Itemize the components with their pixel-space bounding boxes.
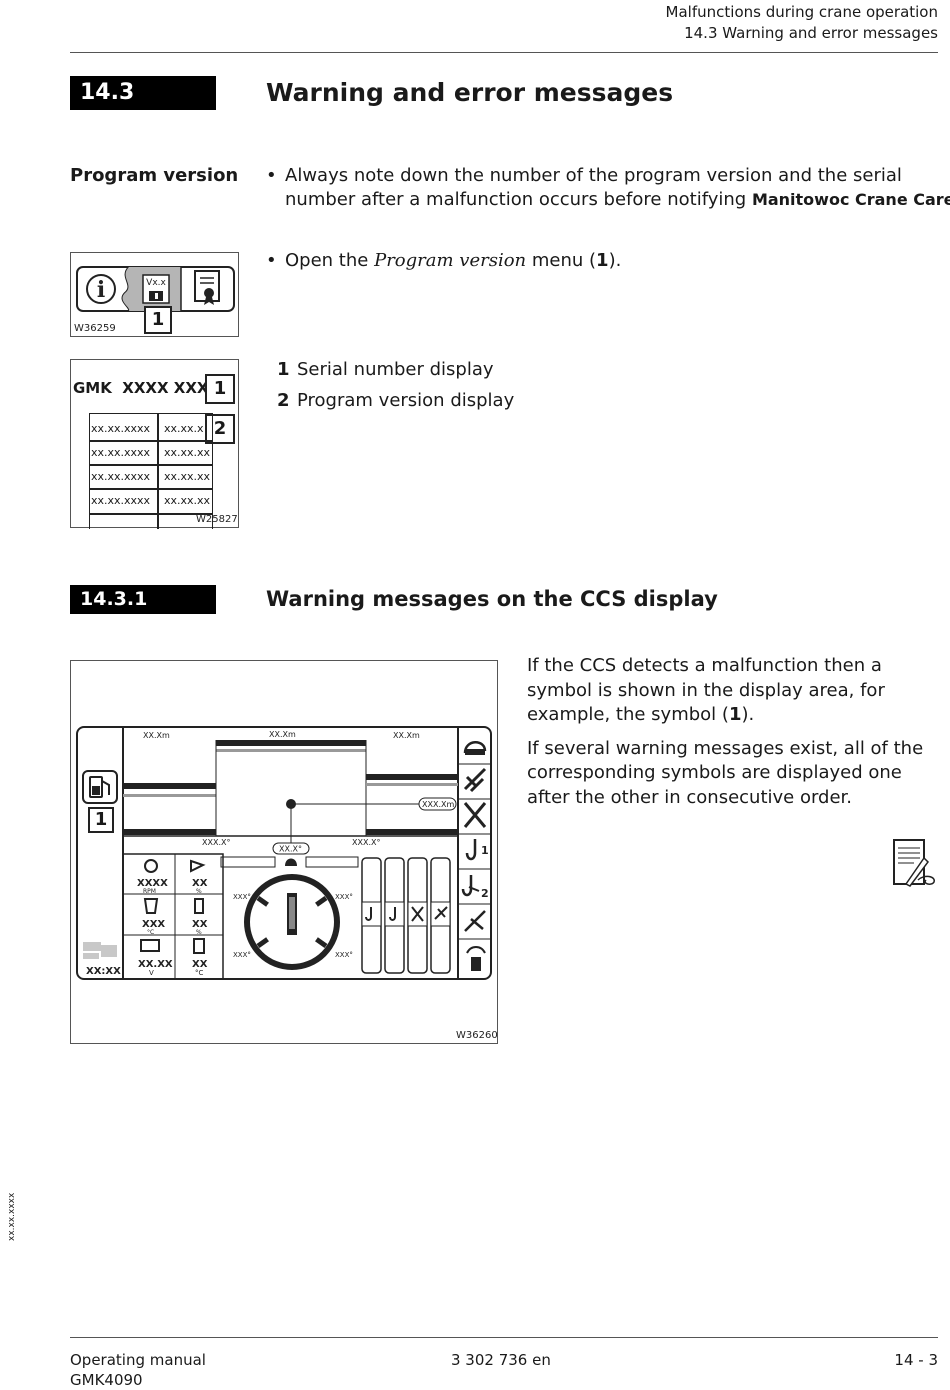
certificate-icon [194,270,220,305]
callout-1: 1 [144,306,172,334]
footer-rule [70,1337,938,1338]
slew-icon [463,741,487,755]
figure-ccs-display: 1 2 XX:XX XX.Xm XX.Xm XX.Xm [70,660,498,1044]
model-serial: GMK XXXX XXX [73,379,209,397]
wind-icon [466,946,486,971]
svg-text:XXX.X°: XXX.X° [202,838,230,847]
figure-id: W36259 [74,323,116,334]
slew-dial [244,874,340,970]
svg-text:XX.X°: XX.X° [279,845,302,854]
hook-1-icon [465,839,477,861]
svg-text:XXX.X°: XXX.X° [352,838,380,847]
footer-doc-number: 3 302 736 en [451,1351,551,1369]
svg-text:XXX°: XXX° [233,893,251,901]
svg-text:RPM: RPM [143,888,156,895]
svg-text:XX: XX [192,919,208,930]
table-row: xx.xx.xxxx [91,422,151,435]
svg-text:XXX: XXX [142,919,165,930]
callout-1: 1 [205,374,235,404]
ccs-para-1: If the CCS detects a malfunction then a … [527,655,885,725]
svg-text:°C: °C [147,929,154,936]
figure-id: W36260 [456,1030,498,1041]
svg-text:XX.Xm: XX.Xm [393,731,420,740]
program-version-icon[interactable] [122,267,181,311]
callout-2: 2 [205,414,235,444]
svg-text:XXX°: XXX° [335,951,353,959]
page-number: 14 - 3 [894,1351,938,1369]
svg-text:XXX.Xm: XXX.Xm [422,800,454,809]
bullet-dot: • [266,165,277,186]
svg-text:i: i [97,277,105,303]
clock: XX:XX [86,966,121,977]
svg-text:XX: XX [192,959,208,970]
ccs-para-2: If several warning messages exist, all o… [527,737,924,808]
header-chapter: Malfunctions during crane operation [665,3,938,21]
figure-serial-display: GMK XXXX XXX 1 2 xx.xx.xxxx xx.xx.x xx.x… [70,359,239,529]
svg-text:°C: °C [195,969,204,977]
svg-text:%: % [196,929,202,936]
section-title: Warning and error messages [266,78,674,107]
svg-text:XX.Xm: XX.Xm [269,730,296,739]
version-table [89,413,213,529]
subsection-number: 14.3.1 [70,585,216,614]
svg-text:Vx.x: Vx.x [146,278,166,288]
note-document-icon [892,838,938,888]
header-rule [70,52,938,53]
svg-text:V: V [149,969,154,977]
hook-2-icon [461,875,480,897]
table-row: xx.xx.xxxx [91,470,151,483]
table-row: xx.xx.xxxx [91,494,151,507]
footer-left: Operating manual GMK4090 [70,1351,206,1389]
svg-text:1: 1 [481,844,489,857]
callout-1: 1 [88,807,114,833]
svg-text:XXXX: XXXX [137,878,168,889]
section-number: 14.3 [70,76,216,110]
bullet-text: Always note down the number of the progr… [285,165,902,210]
boom-icon [463,767,487,793]
figure-menu-icons: i Vx.x 1 W36259 [70,252,239,337]
program-version-label: Program version [70,165,239,186]
svg-text:XX.Xm: XX.Xm [143,731,170,740]
luffing-icon [464,910,486,932]
brand-name: Manitowoc Crane Care [751,190,950,209]
figure-id: W25827 [196,514,238,525]
subsection-title: Warning messages on the CCS display [266,587,718,611]
menu-name: Program version [374,250,527,271]
bullet-open-menu: • Open the Program version menu (1). [266,250,622,271]
jib-icon [463,802,487,828]
side-code: xx.xx.xxxx [7,1192,17,1241]
table-row: xx.xx.xxxx [91,446,151,459]
svg-text:XXX°: XXX° [233,951,251,959]
bullet-note-version: • Always note down the number of the pro… [266,164,950,212]
header-section: 14.3 Warning and error messages [684,24,938,42]
fuel-warning-icon [82,770,118,804]
svg-text:XXX°: XXX° [335,893,353,901]
running-header: Malfunctions during crane operation 14.3… [666,2,938,44]
info-icon: i [86,274,116,304]
svg-text:%: % [196,888,202,895]
svg-text:2: 2 [481,887,489,900]
ccs-explanation: If the CCS detects a malfunction then a … [527,654,942,810]
svg-text:XX: XX [192,878,208,889]
bullet-dot: • [266,250,277,271]
svg-text:XX.XX: XX.XX [138,959,173,970]
